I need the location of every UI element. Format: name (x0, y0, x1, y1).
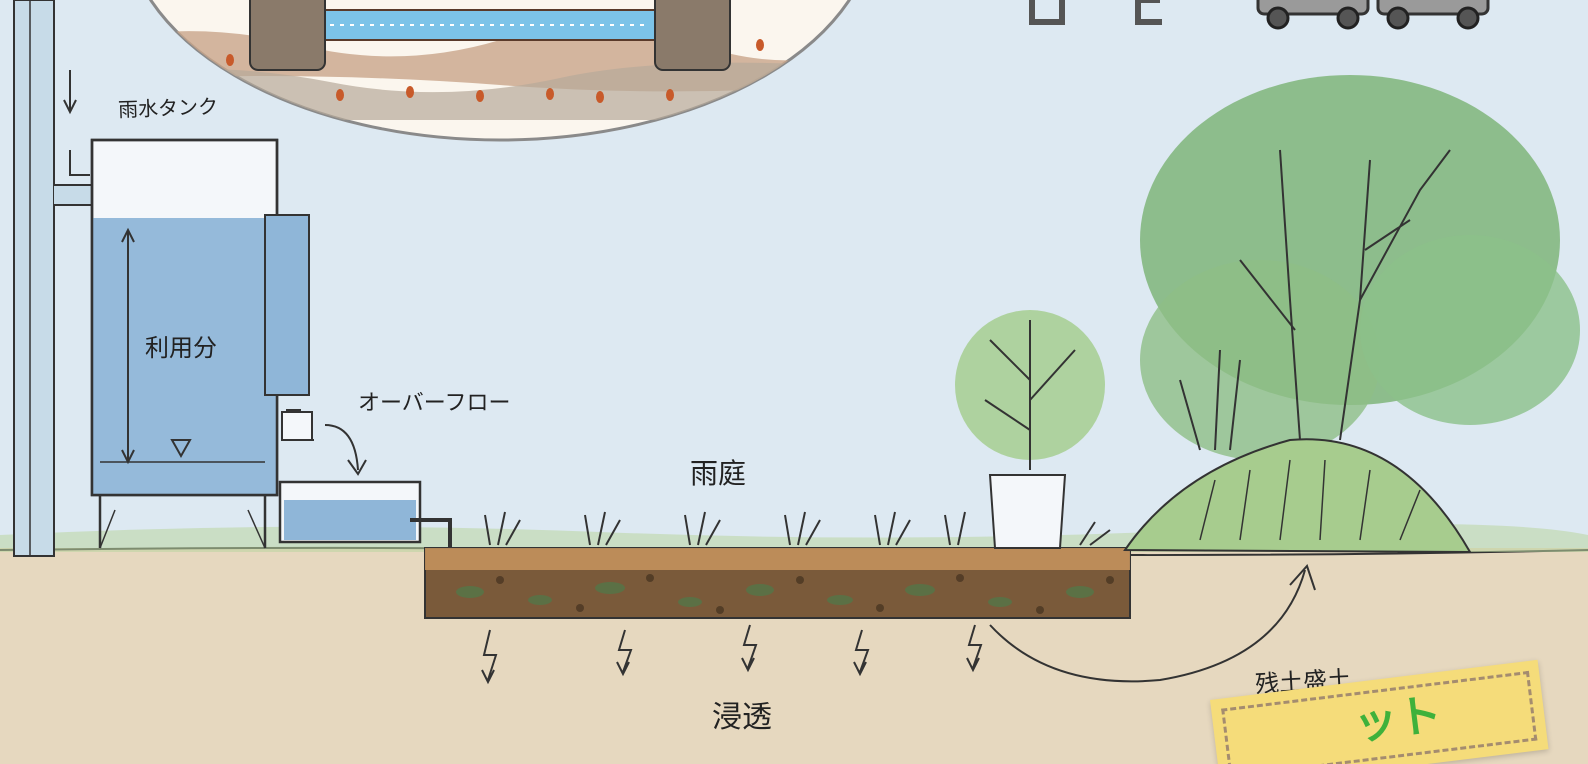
shrub (955, 310, 1105, 549)
gutter-icon (1029, 0, 1162, 25)
downspout-pipe (13, 0, 96, 557)
label-infiltration: 浸透 (712, 700, 772, 735)
permeable-block-icon (1256, 0, 1490, 30)
label-rain-tank: 雨水タンク (117, 94, 219, 122)
overflow-basin (278, 424, 452, 550)
soil-mound (1123, 438, 1472, 554)
magnified-cross-section (125, 0, 875, 142)
rain-garden-bed (424, 547, 1131, 619)
rain-tank (90, 138, 314, 549)
note-title: ット (1351, 689, 1445, 751)
infiltration-arrows (481, 624, 983, 685)
surplus-soil-arrow (989, 564, 1316, 683)
label-rain-garden: 雨庭 (690, 457, 747, 490)
grass-tufts (484, 511, 1111, 546)
label-overflow: オーバーフロー (358, 391, 511, 416)
tree (1140, 75, 1580, 460)
label-usable-portion: 利用分 (145, 334, 217, 362)
